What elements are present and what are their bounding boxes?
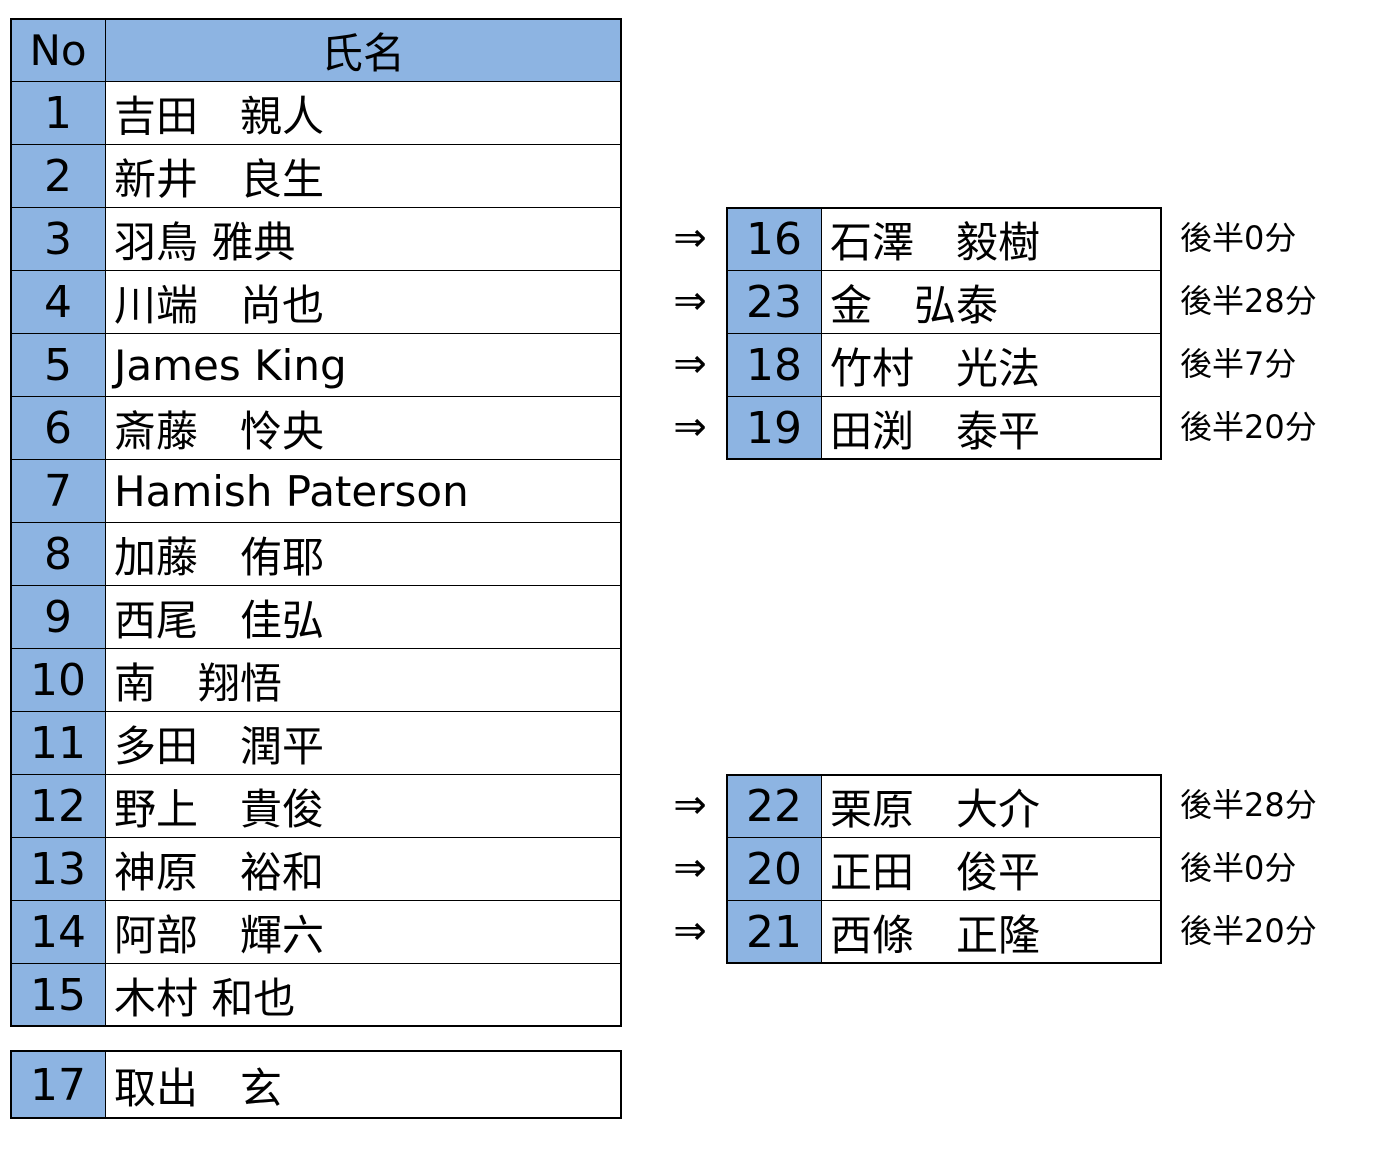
substitution-arrow: ⇒ bbox=[673, 341, 707, 387]
player-no: 3 bbox=[10, 207, 106, 271]
player-no: 11 bbox=[10, 711, 106, 775]
player-name: 神原 裕和 bbox=[105, 837, 621, 901]
player-name: 野上 貴俊 bbox=[105, 774, 621, 838]
sub-player-no: 20 bbox=[726, 837, 822, 901]
player-no: 9 bbox=[10, 585, 106, 649]
player-name: 川端 尚也 bbox=[105, 270, 621, 334]
substitution-arrow: ⇒ bbox=[673, 404, 707, 450]
substitution-arrow: ⇒ bbox=[673, 215, 707, 261]
player-no: 2 bbox=[10, 144, 106, 208]
player-no: 10 bbox=[10, 648, 106, 712]
player-name: 加藤 侑耶 bbox=[105, 522, 621, 586]
sub-time: 後半20分 bbox=[1180, 912, 1317, 950]
sub-player-name: 金 弘泰 bbox=[821, 270, 1162, 334]
sub-time: 後半0分 bbox=[1180, 849, 1297, 887]
sub-player-no: 22 bbox=[726, 774, 822, 838]
player-name: 西尾 佳弘 bbox=[105, 585, 621, 649]
player-name: Hamish Paterson bbox=[105, 459, 621, 523]
sub-player-no: 16 bbox=[726, 207, 822, 271]
sub-player-no: 21 bbox=[726, 900, 822, 964]
sub-time: 後半7分 bbox=[1180, 345, 1297, 383]
sub-time: 後半0分 bbox=[1180, 219, 1297, 257]
player-name: 吉田 親人 bbox=[105, 81, 621, 145]
header-no: No bbox=[10, 18, 106, 82]
player-no: 1 bbox=[10, 81, 106, 145]
player-name: James King bbox=[105, 333, 621, 397]
sub-time: 後半28分 bbox=[1180, 786, 1317, 824]
sub-player-no: 18 bbox=[726, 333, 822, 397]
player-no: 14 bbox=[10, 900, 106, 964]
sub-time: 後半20分 bbox=[1180, 408, 1317, 446]
player-no: 12 bbox=[10, 774, 106, 838]
player-no: 5 bbox=[10, 333, 106, 397]
player-name: 多田 潤平 bbox=[105, 711, 621, 775]
goalkeeper-no: 17 bbox=[10, 1051, 106, 1119]
player-no: 6 bbox=[10, 396, 106, 460]
sub-player-name: 西條 正隆 bbox=[821, 900, 1162, 964]
goalkeeper-name: 取出 玄 bbox=[105, 1051, 621, 1119]
player-no: 4 bbox=[10, 270, 106, 334]
sub-player-name: 石澤 毅樹 bbox=[821, 207, 1162, 271]
player-name: 新井 良生 bbox=[105, 144, 621, 208]
player-name: 南 翔悟 bbox=[105, 648, 621, 712]
player-name: 木村 和也 bbox=[105, 963, 621, 1027]
substitution-arrow: ⇒ bbox=[673, 845, 707, 891]
sub-player-no: 23 bbox=[726, 270, 822, 334]
sub-player-name: 正田 俊平 bbox=[821, 837, 1162, 901]
player-no: 13 bbox=[10, 837, 106, 901]
substitution-arrow: ⇒ bbox=[673, 908, 707, 954]
header-name: 氏名 bbox=[105, 18, 621, 82]
player-name: 斎藤 怜央 bbox=[105, 396, 621, 460]
sub-player-no: 19 bbox=[726, 396, 822, 460]
player-name: 阿部 輝六 bbox=[105, 900, 621, 964]
player-no: 15 bbox=[10, 963, 106, 1027]
player-no: 7 bbox=[10, 459, 106, 523]
substitution-arrow: ⇒ bbox=[673, 782, 707, 828]
substitution-arrow: ⇒ bbox=[673, 278, 707, 324]
sub-player-name: 栗原 大介 bbox=[821, 774, 1162, 838]
player-name: 羽鳥 雅典 bbox=[105, 207, 621, 271]
sub-player-name: 田渕 泰平 bbox=[821, 396, 1162, 460]
sub-player-name: 竹村 光法 bbox=[821, 333, 1162, 397]
sub-time: 後半28分 bbox=[1180, 282, 1317, 320]
player-no: 8 bbox=[10, 522, 106, 586]
